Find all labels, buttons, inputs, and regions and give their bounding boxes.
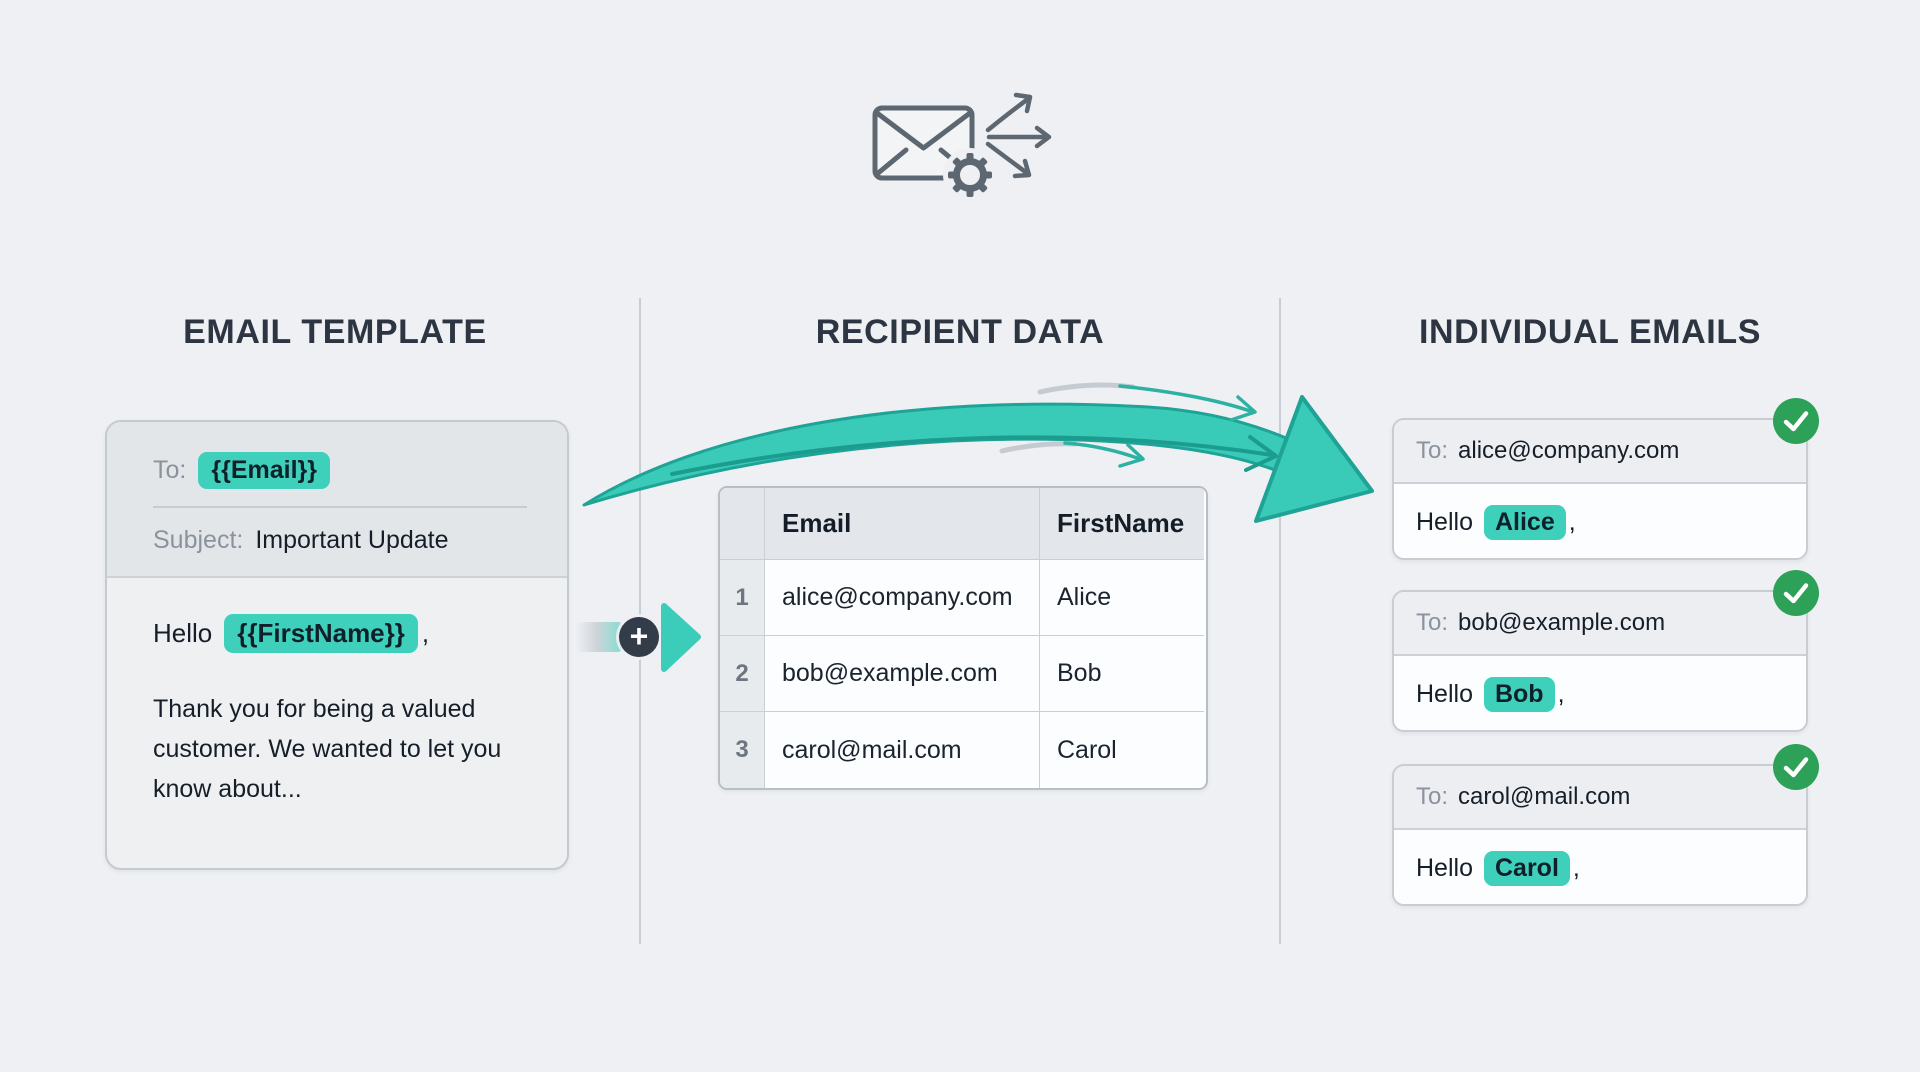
greeting-suffix: , (1568, 507, 1576, 536)
template-body-text: Thank you for being a valued customer. W… (153, 695, 502, 803)
email-placeholder-chip: {{Email}} (198, 451, 330, 489)
column-header-firstname: FirstName (1040, 488, 1204, 560)
table-cell-firstname: Carol (1040, 712, 1204, 788)
greeting-prefix: Hello (1416, 507, 1473, 536)
check-icon (1783, 583, 1809, 604)
plus-arrowhead (661, 603, 701, 672)
inner-guide-arrow (670, 435, 1278, 476)
table-cell-email: bob@example.com (765, 636, 1040, 712)
recipient-table: Email FirstName 1 alice@company.com Alic… (718, 486, 1208, 790)
row-number: 3 (720, 712, 765, 788)
individual-email-card: To: alice@company.com Hello Alice , (1392, 398, 1819, 560)
table-cell-firstname: Alice (1040, 560, 1204, 636)
subject-label: Subject: (153, 525, 244, 554)
table-cell-firstname: Bob (1040, 636, 1204, 712)
column-header-email: Email (765, 488, 1040, 560)
to-label: To: (1416, 609, 1449, 636)
thin-arrow-upper (1037, 382, 1257, 422)
greeting-prefix: Hello (1416, 679, 1473, 708)
merged-name-chip: Alice (1483, 504, 1566, 540)
success-check-badge (1773, 744, 1819, 790)
email-template-heading: EMAIL TEMPLATE (183, 313, 487, 351)
individual-email-card: To: carol@mail.com Hello Carol , (1392, 744, 1819, 906)
firstname-placeholder-chip: {{FirstName}} (224, 614, 418, 653)
subject-value: Important Update (255, 525, 449, 554)
plus-merge-icon: + (619, 617, 659, 657)
greeting-suffix: , (1557, 679, 1565, 708)
individual-email-card: To: bob@example.com Hello Bob , (1392, 570, 1819, 732)
merged-name-chip: Carol (1483, 850, 1570, 886)
merged-name-chip: Bob (1483, 676, 1555, 712)
to-label: To: (1416, 783, 1449, 810)
big-merge-arrowhead (1254, 395, 1374, 523)
fanout-arrows-icon (985, 92, 1052, 179)
table-cell-email: carol@mail.com (765, 712, 1040, 788)
row-number: 2 (720, 636, 765, 712)
column-divider-right (1279, 298, 1281, 944)
recipient-data-heading: RECIPIENT DATA (815, 313, 1105, 351)
to-address: carol@mail.com (1458, 783, 1631, 810)
greeting-prefix: Hello (1416, 853, 1473, 882)
template-header: To: {{Email}} Subject: Important Update (107, 422, 567, 578)
to-label: To: (1416, 437, 1449, 464)
email-template-card: To: {{Email}} Subject: Important Update … (105, 420, 569, 870)
header-divider (153, 506, 527, 508)
to-label: To: (153, 455, 187, 484)
merge-trail (576, 622, 622, 652)
template-body: Hello {{FirstName}} , Thank you for bein… (107, 578, 567, 809)
thin-arrow-lower (999, 441, 1145, 468)
corner-cell (720, 488, 765, 560)
greeting-prefix: Hello (153, 618, 213, 648)
plus-glyph: + (629, 617, 649, 654)
to-address: alice@company.com (1458, 437, 1680, 464)
success-check-badge (1773, 570, 1819, 616)
success-check-badge (1773, 398, 1819, 444)
individual-emails-heading: INDIVIDUAL EMAILS (1418, 313, 1762, 351)
row-number: 1 (720, 560, 765, 636)
to-address: bob@example.com (1458, 609, 1666, 636)
check-icon (1783, 757, 1809, 778)
check-icon (1783, 411, 1809, 432)
greeting-suffix: , (421, 618, 430, 648)
gear-icon (948, 153, 992, 197)
mail-merge-icon (872, 92, 1052, 202)
greeting-suffix: , (1572, 853, 1580, 882)
table-cell-email: alice@company.com (765, 560, 1040, 636)
